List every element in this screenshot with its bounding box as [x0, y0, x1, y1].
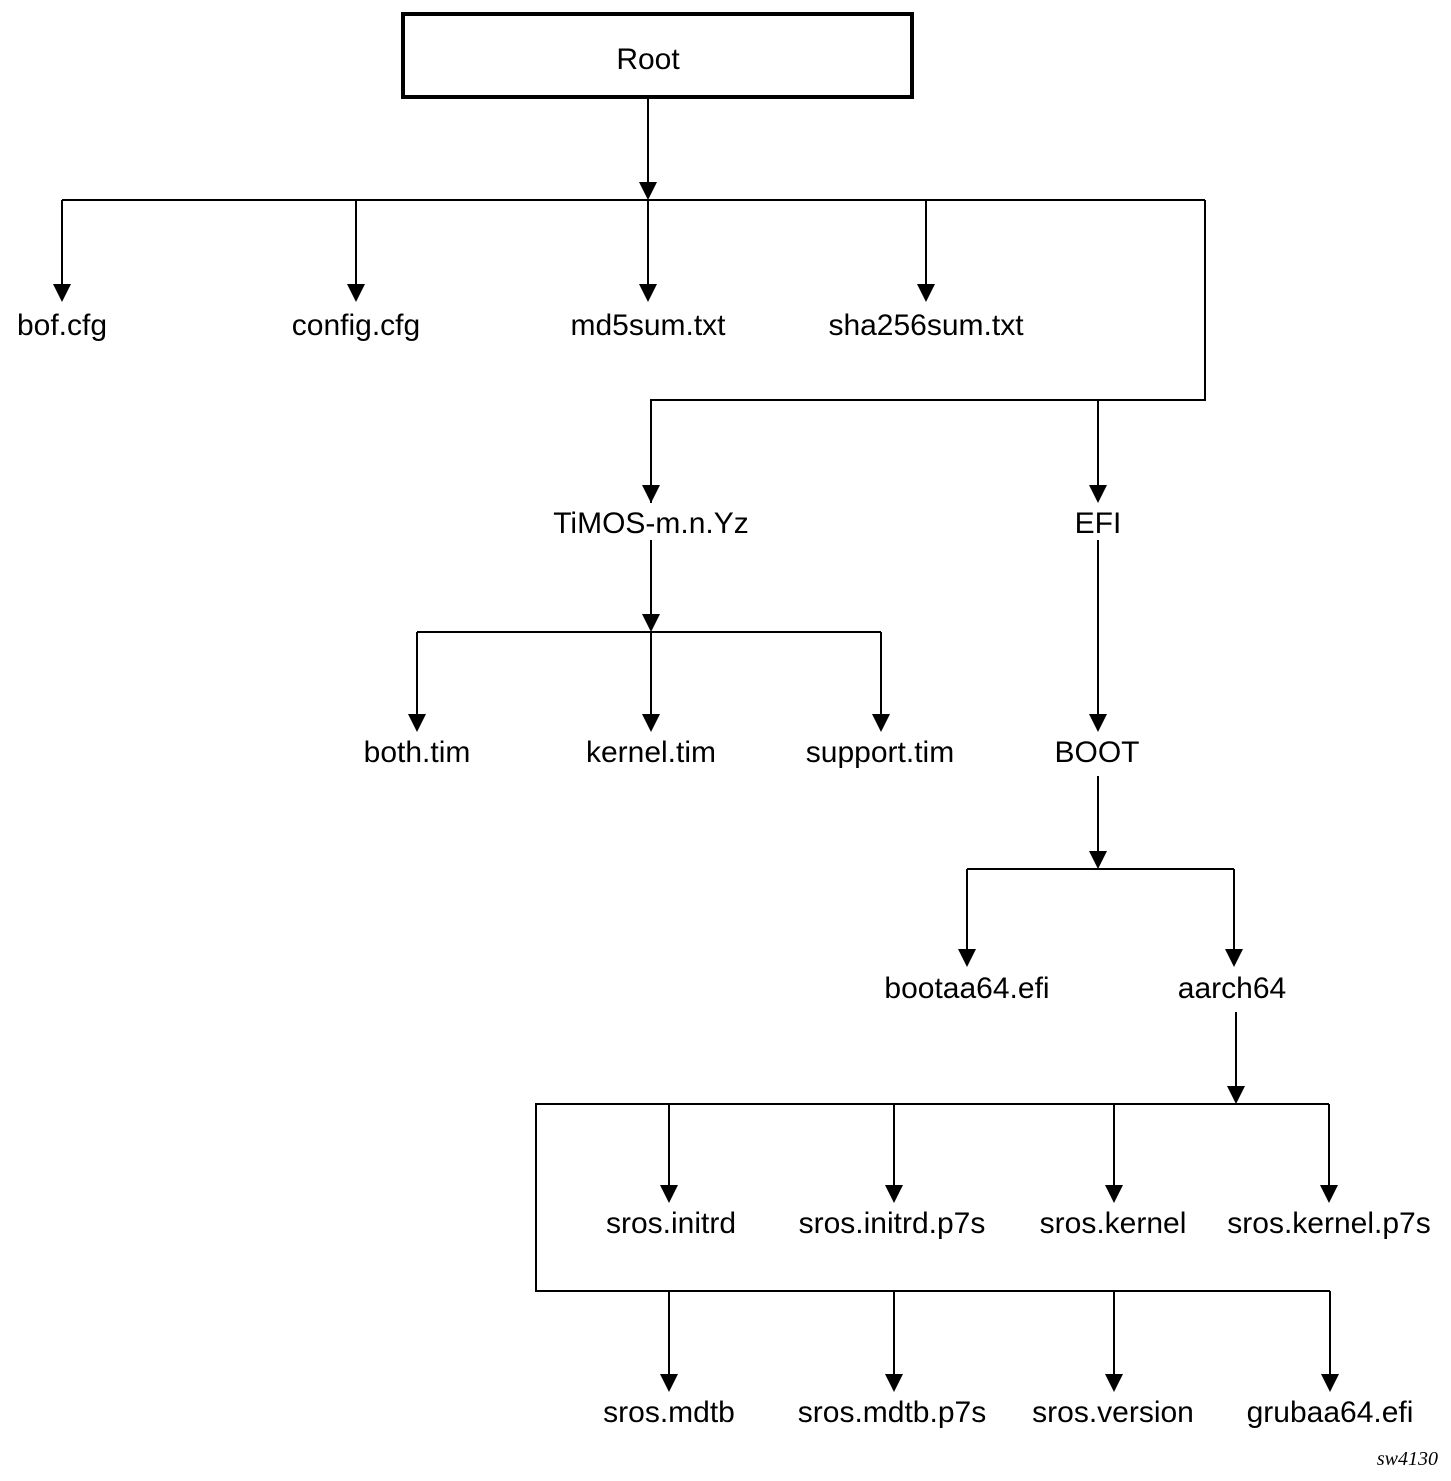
- arrowhead: [1089, 714, 1107, 732]
- arrowhead: [1225, 949, 1243, 967]
- arrowhead: [1227, 1086, 1245, 1104]
- aarch64-file-sros-initrd-p7s: sros.initrd.p7s: [799, 1207, 986, 1240]
- timos-file-both: both.tim: [364, 736, 471, 769]
- aarch64-file-sros-kernel: sros.kernel: [1040, 1207, 1187, 1240]
- arrowhead: [660, 1185, 678, 1203]
- arrowhead: [885, 1185, 903, 1203]
- aarch64-file-sros-version: sros.version: [1032, 1396, 1194, 1429]
- timos-folder-label: TiMOS-m.n.Yz: [553, 507, 749, 540]
- arrowhead: [53, 284, 71, 302]
- tree-connectors: [53, 97, 1339, 1392]
- arrowhead: [642, 485, 660, 503]
- arrowhead: [1089, 851, 1107, 869]
- root-file-bof: bof.cfg: [17, 309, 107, 342]
- aarch64-file-sros-kernel-p7s: sros.kernel.p7s: [1227, 1207, 1430, 1240]
- figure-id: sw4130: [1377, 1448, 1438, 1470]
- efi-folder-label: EFI: [1075, 507, 1122, 540]
- arrowhead: [639, 182, 657, 200]
- connector-aarch64-bus: [535, 1103, 1330, 1292]
- aarch64-file-sros-initrd: sros.initrd: [606, 1207, 736, 1240]
- root-file-sha256sum: sha256sum.txt: [828, 309, 1024, 342]
- boot-folder-label: BOOT: [1054, 736, 1139, 769]
- arrowhead: [1105, 1185, 1123, 1203]
- root-file-md5sum: md5sum.txt: [570, 309, 726, 342]
- root-node-label: Root: [616, 43, 680, 76]
- root-file-config: config.cfg: [292, 309, 420, 342]
- arrowhead: [872, 714, 890, 732]
- timos-file-support: support.tim: [806, 736, 954, 769]
- arrowhead: [917, 284, 935, 302]
- aarch64-file-grubaa64: grubaa64.efi: [1247, 1396, 1414, 1429]
- root-node-box: [401, 12, 914, 99]
- arrowhead: [1320, 1185, 1338, 1203]
- arrowhead: [958, 949, 976, 967]
- arrowhead: [1321, 1374, 1339, 1392]
- aarch64-folder-label: aarch64: [1178, 972, 1286, 1005]
- connector-to-timos: [650, 200, 1206, 503]
- arrowhead: [1105, 1374, 1123, 1392]
- arrowhead: [408, 714, 426, 732]
- aarch64-file-sros-mdtb: sros.mdtb: [603, 1396, 735, 1429]
- arrowhead: [642, 714, 660, 732]
- arrowhead: [639, 284, 657, 302]
- arrowhead: [660, 1374, 678, 1392]
- arrowhead: [885, 1374, 903, 1392]
- aarch64-file-sros-mdtb-p7s: sros.mdtb.p7s: [798, 1396, 986, 1429]
- timos-file-kernel: kernel.tim: [586, 736, 716, 769]
- arrowhead: [642, 614, 660, 632]
- boot-file-bootaa64: bootaa64.efi: [884, 972, 1049, 1005]
- arrowhead: [347, 284, 365, 302]
- arrowhead: [1089, 485, 1107, 503]
